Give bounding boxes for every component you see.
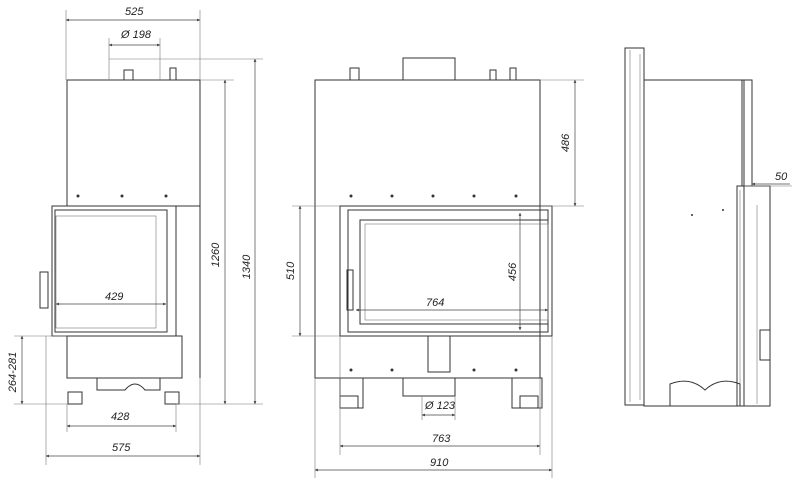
dim-flue-diameter: Ø 198 bbox=[120, 29, 152, 41]
door-handle-icon bbox=[39, 271, 49, 309]
dim-764: 764 bbox=[426, 297, 444, 309]
dim-air-inlet: Ø 123 bbox=[424, 400, 456, 412]
dim-1340: 1340 bbox=[241, 254, 253, 279]
dim-910: 910 bbox=[430, 457, 449, 469]
dim-456: 456 bbox=[507, 262, 519, 281]
door-handle-icon bbox=[346, 269, 354, 311]
dim-510: 510 bbox=[285, 261, 297, 280]
corner-view: 486 510 456 764 Ø 123 763 910 bbox=[285, 57, 584, 478]
dim-1260: 1260 bbox=[210, 242, 222, 267]
side-view: 50 bbox=[624, 47, 792, 407]
dim-50: 50 bbox=[775, 171, 788, 183]
dim-575: 575 bbox=[112, 442, 131, 454]
dim-428: 428 bbox=[111, 411, 130, 423]
dim-763: 763 bbox=[432, 433, 451, 445]
dim-486: 486 bbox=[560, 133, 572, 152]
dim-429: 429 bbox=[105, 291, 123, 303]
dim-264-281: 264-281 bbox=[7, 352, 19, 393]
dim-525: 525 bbox=[125, 6, 144, 18]
front-view: 525 Ø 198 1260 1340 429 264-281 428 575 bbox=[7, 6, 263, 465]
